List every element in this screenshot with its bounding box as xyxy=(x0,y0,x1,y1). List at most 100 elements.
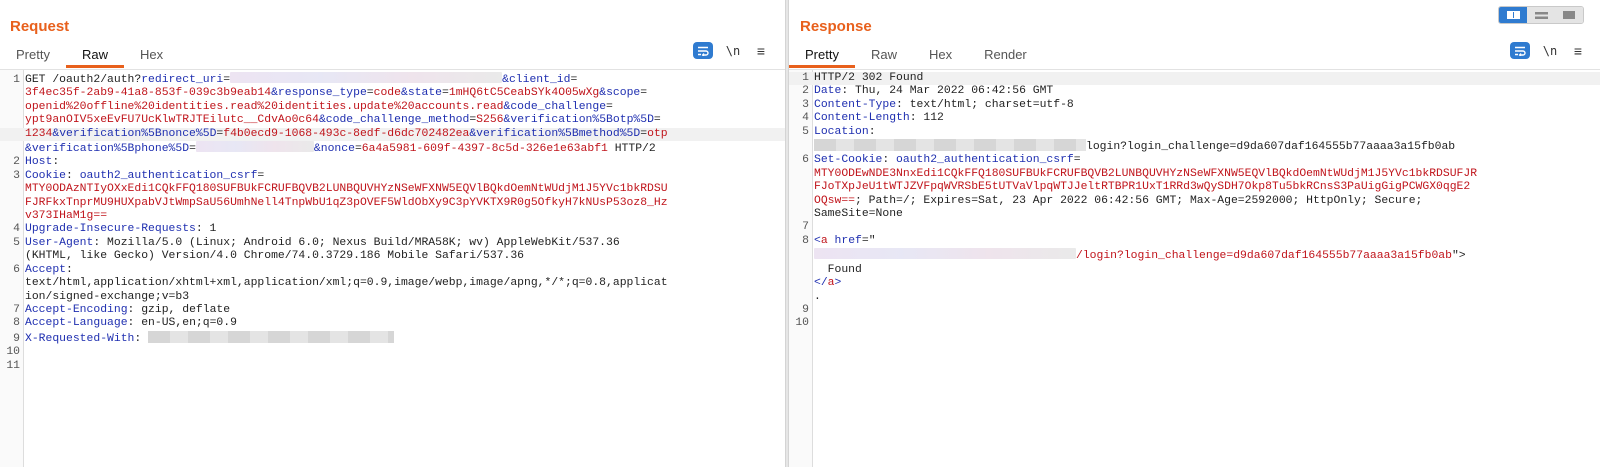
line-number: 3 xyxy=(802,98,809,111)
code-token: Location xyxy=(814,125,869,138)
code-line: login?login_challenge=d9da607daf164555b7… xyxy=(789,139,1600,154)
line-number: 6 xyxy=(802,154,809,167)
line-number: 10 xyxy=(6,346,20,359)
line-number: 2 xyxy=(13,156,20,169)
code-line: &verification%5Bphone%5D=&nonce=6a4a5981… xyxy=(0,141,785,156)
code-token: & xyxy=(52,127,60,140)
code-token: Content-Length xyxy=(814,112,910,125)
show-newlines-button[interactable]: \n xyxy=(725,43,741,58)
code-token: = xyxy=(216,127,224,140)
response-tab-hex[interactable]: Hex xyxy=(928,47,953,62)
code-line: FJoTXpJeU1tWTJZVFpqWVRSbE5tUTVaVlpqWTJJe… xyxy=(789,181,1600,194)
code-token: & xyxy=(502,74,509,86)
code-token: /login?login_challenge=d9da607daf164555b… xyxy=(1076,250,1452,263)
response-menu-icon[interactable]: ≡ xyxy=(1573,42,1583,59)
code-token: verification%5Bmethod%5D xyxy=(476,127,641,140)
code-token: = xyxy=(442,87,449,100)
code-token: : gzip, deflate xyxy=(127,303,231,316)
code-token: : Mozilla/5.0 (Linux; Android 6.0; Nexus… xyxy=(93,236,620,249)
response-tab-raw[interactable]: Raw xyxy=(870,47,897,62)
line-number: 3 xyxy=(13,169,20,182)
code-token: : Thu, 24 Mar 2022 06:42:56 GMT xyxy=(841,85,1054,98)
code-token: Found xyxy=(814,263,862,276)
code-line: (KHTML, like Gecko) Version/4.0 Chrome/7… xyxy=(0,250,785,263)
line-number: 11 xyxy=(6,359,20,372)
request-tab-hex[interactable]: Hex xyxy=(139,47,164,62)
layout-stacked-icon[interactable] xyxy=(1527,7,1555,23)
code-token: 3f4ec35f-2ab9-41a8-853f-039c3b9eab14 xyxy=(25,87,272,100)
show-newlines-button[interactable]: \n xyxy=(1542,43,1558,58)
code-token: =" xyxy=(861,234,876,247)
code-token: ion/signed-exchange;v=b3 xyxy=(25,290,190,303)
code-token: = xyxy=(366,87,374,100)
word-wrap-icon[interactable] xyxy=(1510,42,1530,59)
code-token: HTTP/2 xyxy=(607,143,656,156)
code-token: & xyxy=(599,87,607,100)
pane-divider[interactable] xyxy=(785,0,789,467)
code-token: ; Path=/; Expires=Sat, 23 Apr 2022 06:42… xyxy=(855,194,1423,207)
code-line: . xyxy=(789,291,1600,304)
code-token: : xyxy=(868,125,876,138)
code-token: oauth2_authentication_csrf xyxy=(896,154,1074,167)
code-line: Found xyxy=(789,264,1600,277)
layout-single-icon[interactable] xyxy=(1555,7,1583,23)
code-token: = xyxy=(257,169,265,182)
code-line: FJRFkxTnprMU9HUXpabVJtWmpSaU56UmhNell4Tn… xyxy=(0,197,785,210)
layout-toggle xyxy=(1498,6,1584,24)
response-tab-render[interactable]: Render xyxy=(984,47,1027,62)
redacted-redirect-uri xyxy=(230,72,503,83)
line-number: 4 xyxy=(802,112,809,125)
code-token: Host xyxy=(25,156,53,169)
code-line: openid%20offline%20identities.read%20ide… xyxy=(0,101,785,114)
request-title: Request xyxy=(10,18,70,35)
code-line: 3f4ec35f-2ab9-41a8-853f-039c3b9eab14&res… xyxy=(0,87,785,100)
code-token: Set-Cookie xyxy=(814,154,883,167)
word-wrap-icon[interactable] xyxy=(693,42,713,59)
code-token: code_challenge xyxy=(510,100,607,113)
redacted-location-host xyxy=(814,139,1086,152)
code-token: HTTP/2 302 Found xyxy=(814,72,924,84)
code-token: GET /oauth2/auth? xyxy=(25,74,142,86)
response-tab-pretty[interactable]: Pretty xyxy=(789,44,855,68)
code-token: Content-Type xyxy=(814,98,897,111)
code-token: 6a4a5981-609f-4397-8c5d-326e1e63abf1 xyxy=(361,143,608,156)
code-line: SameSite=None xyxy=(789,208,1600,221)
code-line: 4 Content-Length: 112 xyxy=(789,112,1600,125)
code-token: = xyxy=(469,114,477,127)
code-line: MTY0ODAzNTIyOXxEdi1CQkFFQ180SUFBUkFCRUFB… xyxy=(0,183,785,196)
redacted-phone xyxy=(195,141,314,153)
code-token: client_id xyxy=(508,74,571,86)
code-token: = xyxy=(606,100,613,113)
code-token: : xyxy=(66,169,80,182)
code-token: = xyxy=(640,87,648,100)
code-token: 1234 xyxy=(25,127,53,140)
request-tab-pretty[interactable]: Pretty xyxy=(16,47,50,62)
code-token: < xyxy=(814,234,821,247)
code-token: X-Requested-With xyxy=(25,332,135,345)
code-line: 10 xyxy=(0,346,785,359)
code-token: MTY0ODAzNTIyOXxEdi1CQkFFQ180SUFBUkFCRUFB… xyxy=(25,183,668,196)
code-token: User-Agent xyxy=(25,236,94,249)
request-tab-raw[interactable]: Raw xyxy=(65,44,124,68)
code-token: FJRFkxTnprMU9HUXpabVJtWmpSaU56UmhNell4Tn… xyxy=(25,196,668,209)
code-token: oauth2_authentication_csrf xyxy=(79,169,258,182)
code-token: state xyxy=(407,87,443,100)
code-token: : 112 xyxy=(909,112,944,125)
code-line: v373IHaM1g== xyxy=(0,210,785,223)
layout-side-by-side-icon[interactable] xyxy=(1499,7,1527,23)
code-token: scope xyxy=(606,87,641,100)
code-token: & xyxy=(271,87,278,100)
request-menu-icon[interactable]: ≡ xyxy=(756,42,766,59)
code-token: </ xyxy=(814,277,828,290)
